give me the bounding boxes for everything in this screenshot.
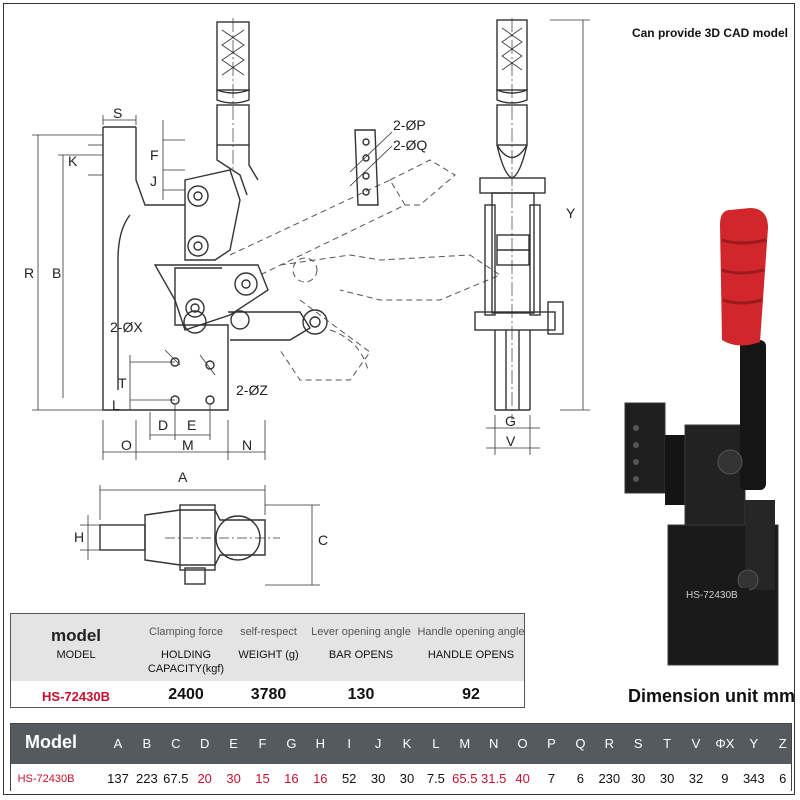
dims-header-11: L <box>432 736 440 751</box>
dimensions-table: Model A B C D E F G H I J K L M N O P Q R S T V ΦX Y Z HS-72430… <box>10 723 792 792</box>
label-k: K <box>68 153 78 169</box>
spec-table-row: HS-72430B 2400 3780 130 92 <box>11 681 524 709</box>
dims-header-7: H <box>315 736 325 751</box>
dims-value-7: 16 <box>313 771 328 786</box>
dims-header-23: Z <box>778 736 787 751</box>
dims-value-23: 6 <box>779 771 787 786</box>
dimensions-table-header: Model A B C D E F G H I J K L M N O P Q R S T V ΦX Y Z <box>11 724 791 764</box>
dims-header-5: F <box>258 736 267 751</box>
label-j: J <box>150 173 157 189</box>
label-z: 2-ØZ <box>236 382 268 398</box>
dims-header-22: Y <box>749 736 759 751</box>
product-photo: HS-72430B <box>624 208 779 666</box>
dims-value-8: 52 <box>341 771 357 786</box>
label-l: L <box>112 397 120 413</box>
label-r: R <box>24 265 34 281</box>
spec-table: model MODEL Clamping force HOLDING CAPAC… <box>10 613 525 708</box>
dims-model-header: Model <box>25 732 77 752</box>
dims-value-10: 30 <box>399 771 415 786</box>
spec-weight-value: 3780 <box>250 686 287 703</box>
cad-model-note: Can provide 3D CAD model <box>631 26 788 40</box>
dims-value-12: 65.5 <box>452 771 478 786</box>
spec-col-model: model MODEL <box>50 626 102 661</box>
page-frame <box>3 3 795 795</box>
dims-value-9: 30 <box>370 771 386 786</box>
dims-value-4: 30 <box>226 771 241 786</box>
dims-header-18: S <box>633 736 643 751</box>
technical-drawing: S K F J R B 2-ØP 2-ØQ 2-ØX 2-ØZ T L O D … <box>24 18 590 586</box>
dims-header-3: D <box>199 736 210 751</box>
dims-value-0: 137 <box>107 771 129 786</box>
label-g: G <box>505 413 516 429</box>
dimensions-table-row: HS-72430B 137 223 67.5 20 30 15 16 16 52 30 30 7.5 6… <box>11 764 791 792</box>
dims-header-15: P <box>547 736 556 751</box>
label-d: D <box>158 417 168 433</box>
dims-value-6: 16 <box>284 771 299 786</box>
label-b: B <box>52 265 61 281</box>
spec-col-handle-opens: Handle opening angle HANDLE OPENS <box>417 626 525 661</box>
dims-header-12: M <box>459 736 471 751</box>
dims-header-2: C <box>171 736 181 751</box>
dims-header-13: N <box>488 736 499 751</box>
dims-value-14: 40 <box>515 771 530 786</box>
dims-header-4: E <box>229 736 238 751</box>
dims-value-5: 15 <box>255 771 270 786</box>
spec-handle-opens-value: 92 <box>462 686 480 703</box>
dims-value-22: 343 <box>742 771 765 786</box>
label-e: E <box>187 417 196 433</box>
dims-value-1: 223 <box>136 771 158 786</box>
dims-header-19: T <box>663 736 672 751</box>
dims-header-20: V <box>691 736 701 751</box>
label-a: A <box>178 469 188 485</box>
dims-header-1: B <box>142 736 152 751</box>
spec-table-header: model MODEL Clamping force HOLDING CAPAC… <box>11 614 525 681</box>
label-o: O <box>121 437 132 453</box>
label-c: C <box>318 532 328 548</box>
label-y: Y <box>566 205 576 221</box>
label-x: 2-ØX <box>110 319 143 335</box>
dims-value-2: 67.5 <box>163 771 189 786</box>
dims-value-16: 6 <box>576 771 584 786</box>
dims-value-11: 7.5 <box>426 771 445 786</box>
spec-col-holding: Clamping force HOLDING CAPACITY(kgf) <box>147 626 225 675</box>
spec-col-bar-opens: Lever opening angle BAR OPENS <box>311 626 411 661</box>
spec-col-weight: self-respect WEIGHT (g) <box>238 626 299 661</box>
photo-model-label: HS-72430B <box>686 590 738 601</box>
dims-header-9: J <box>374 736 382 751</box>
dims-header-21: ΦX <box>715 736 735 751</box>
label-s: S <box>113 105 122 121</box>
label-v: V <box>506 433 516 449</box>
spec-model-value: HS-72430B <box>42 689 110 704</box>
dims-model-value: HS-72430B <box>17 773 75 785</box>
dims-value-3: 20 <box>197 771 212 786</box>
spec-holding-value: 2400 <box>168 686 204 703</box>
dims-header-14: O <box>517 736 528 751</box>
dims-value-18: 30 <box>630 771 646 786</box>
dims-header-8: I <box>347 736 351 751</box>
dims-header-16: Q <box>575 736 586 751</box>
dims-header-6: G <box>286 736 297 751</box>
label-n: N <box>242 437 252 453</box>
dims-value-19: 30 <box>659 771 675 786</box>
dims-header-17: R <box>604 736 614 751</box>
dims-value-15: 7 <box>547 771 556 786</box>
label-h: H <box>74 529 84 545</box>
label-p: 2-ØP <box>393 117 426 133</box>
dims-header-10: K <box>402 736 412 751</box>
label-t: T <box>118 375 127 391</box>
dims-value-17: 230 <box>598 771 621 786</box>
label-q: 2-ØQ <box>393 137 427 153</box>
label-m: M <box>182 437 194 453</box>
dims-value-13: 31.5 <box>481 771 507 786</box>
dimension-unit-note: Dimension unit mm <box>628 686 796 706</box>
dims-value-20: 32 <box>688 771 704 786</box>
dims-header-0: A <box>113 736 123 751</box>
label-f: F <box>150 147 159 163</box>
spec-bar-opens-value: 130 <box>347 686 375 703</box>
dims-value-21: 9 <box>721 771 729 786</box>
